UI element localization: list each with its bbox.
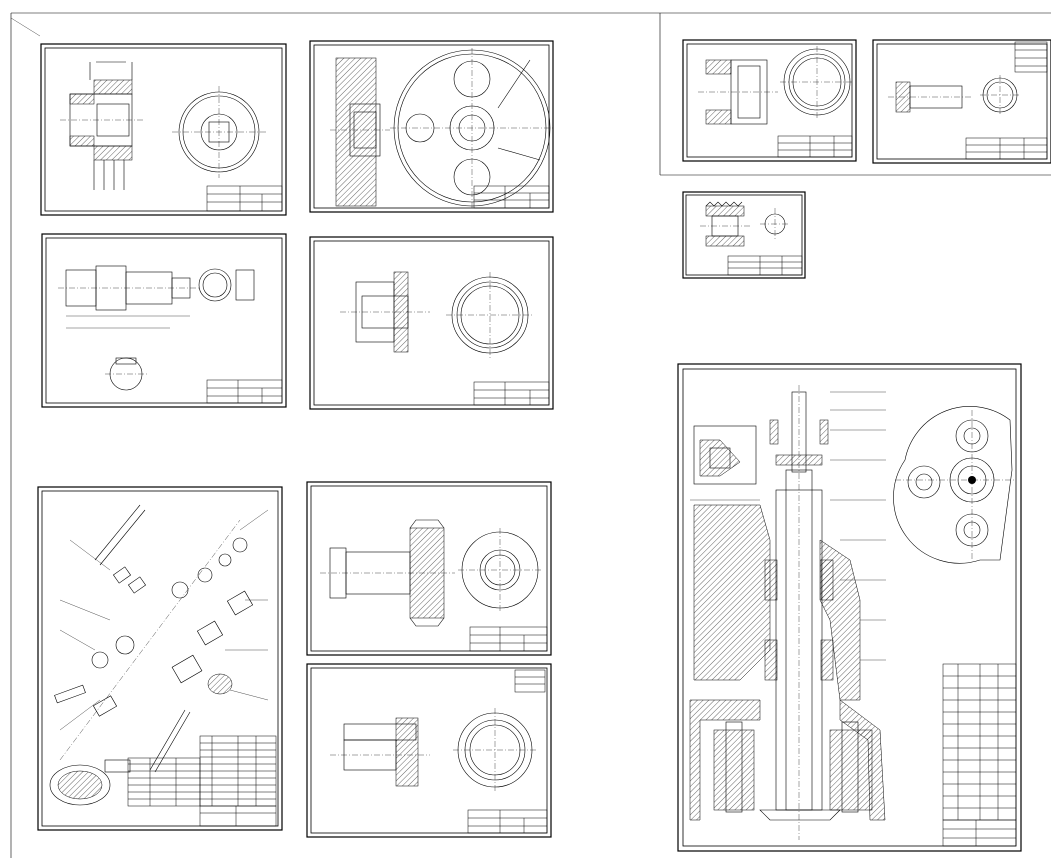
sheet-keyed-shaft[interactable]: [872, 39, 1051, 164]
sheet-main-assembly[interactable]: [677, 363, 1022, 852]
sheet-exploded-assembly[interactable]: [37, 486, 283, 831]
sheet-cylinder-sleeve[interactable]: [682, 39, 857, 162]
hub-section-view: [60, 61, 145, 190]
keyed-shaft-side-view: [888, 81, 972, 113]
sheet-stepped-shaft[interactable]: [41, 233, 287, 408]
plate-front-view: [390, 48, 555, 208]
title-block: [473, 185, 550, 209]
bushing-section-view: [330, 717, 430, 787]
shaft-section-view: [105, 357, 147, 391]
cylinder-section-view: [698, 59, 778, 125]
hub-end-view: [172, 86, 266, 178]
bushing-end-view: [453, 708, 537, 792]
assembly-detail-view: [693, 425, 757, 485]
title-block: [206, 185, 283, 212]
revision-table: [1014, 41, 1048, 73]
plate-section-view: [330, 57, 390, 207]
revision-table: [514, 669, 546, 693]
sheet-small-gear-section[interactable]: [682, 191, 806, 279]
assembly-top-view: [893, 406, 1015, 564]
sheet-pulley-sleeve[interactable]: [306, 481, 552, 656]
keyed-shaft-end-view: [980, 75, 1020, 115]
title-block: [467, 809, 548, 834]
sheet-large-gear-plate[interactable]: [309, 40, 555, 213]
shaft-side-view: [58, 265, 200, 329]
shaft-end-view: [198, 268, 255, 302]
title-block: [942, 819, 1017, 847]
assembly-section-view: [689, 385, 886, 840]
title-block: [473, 381, 550, 406]
parts-list-table: [942, 663, 1017, 821]
sheet-bushing-flange[interactable]: [306, 663, 552, 838]
title-block: [199, 805, 277, 827]
sheet-gear-hub-section[interactable]: [40, 43, 287, 216]
sleeve-end-view: [446, 272, 534, 360]
title-block: [965, 137, 1048, 160]
pulley-section-view: [320, 519, 455, 627]
cylinder-end-view: [780, 46, 854, 118]
sleeve-section-view: [340, 271, 430, 353]
title-block: [469, 626, 548, 652]
title-block: [727, 255, 803, 276]
pulley-end-view: [458, 528, 542, 612]
exploded-parts: [49, 504, 269, 806]
model-space-frame: [10, 12, 1051, 858]
parts-list-table: [127, 735, 277, 807]
sheet-flanged-sleeve[interactable]: [309, 236, 554, 410]
title-block: [777, 135, 853, 158]
small-gear-end-view: [760, 208, 790, 240]
title-block: [206, 379, 283, 404]
small-gear-section-view: [700, 201, 752, 247]
